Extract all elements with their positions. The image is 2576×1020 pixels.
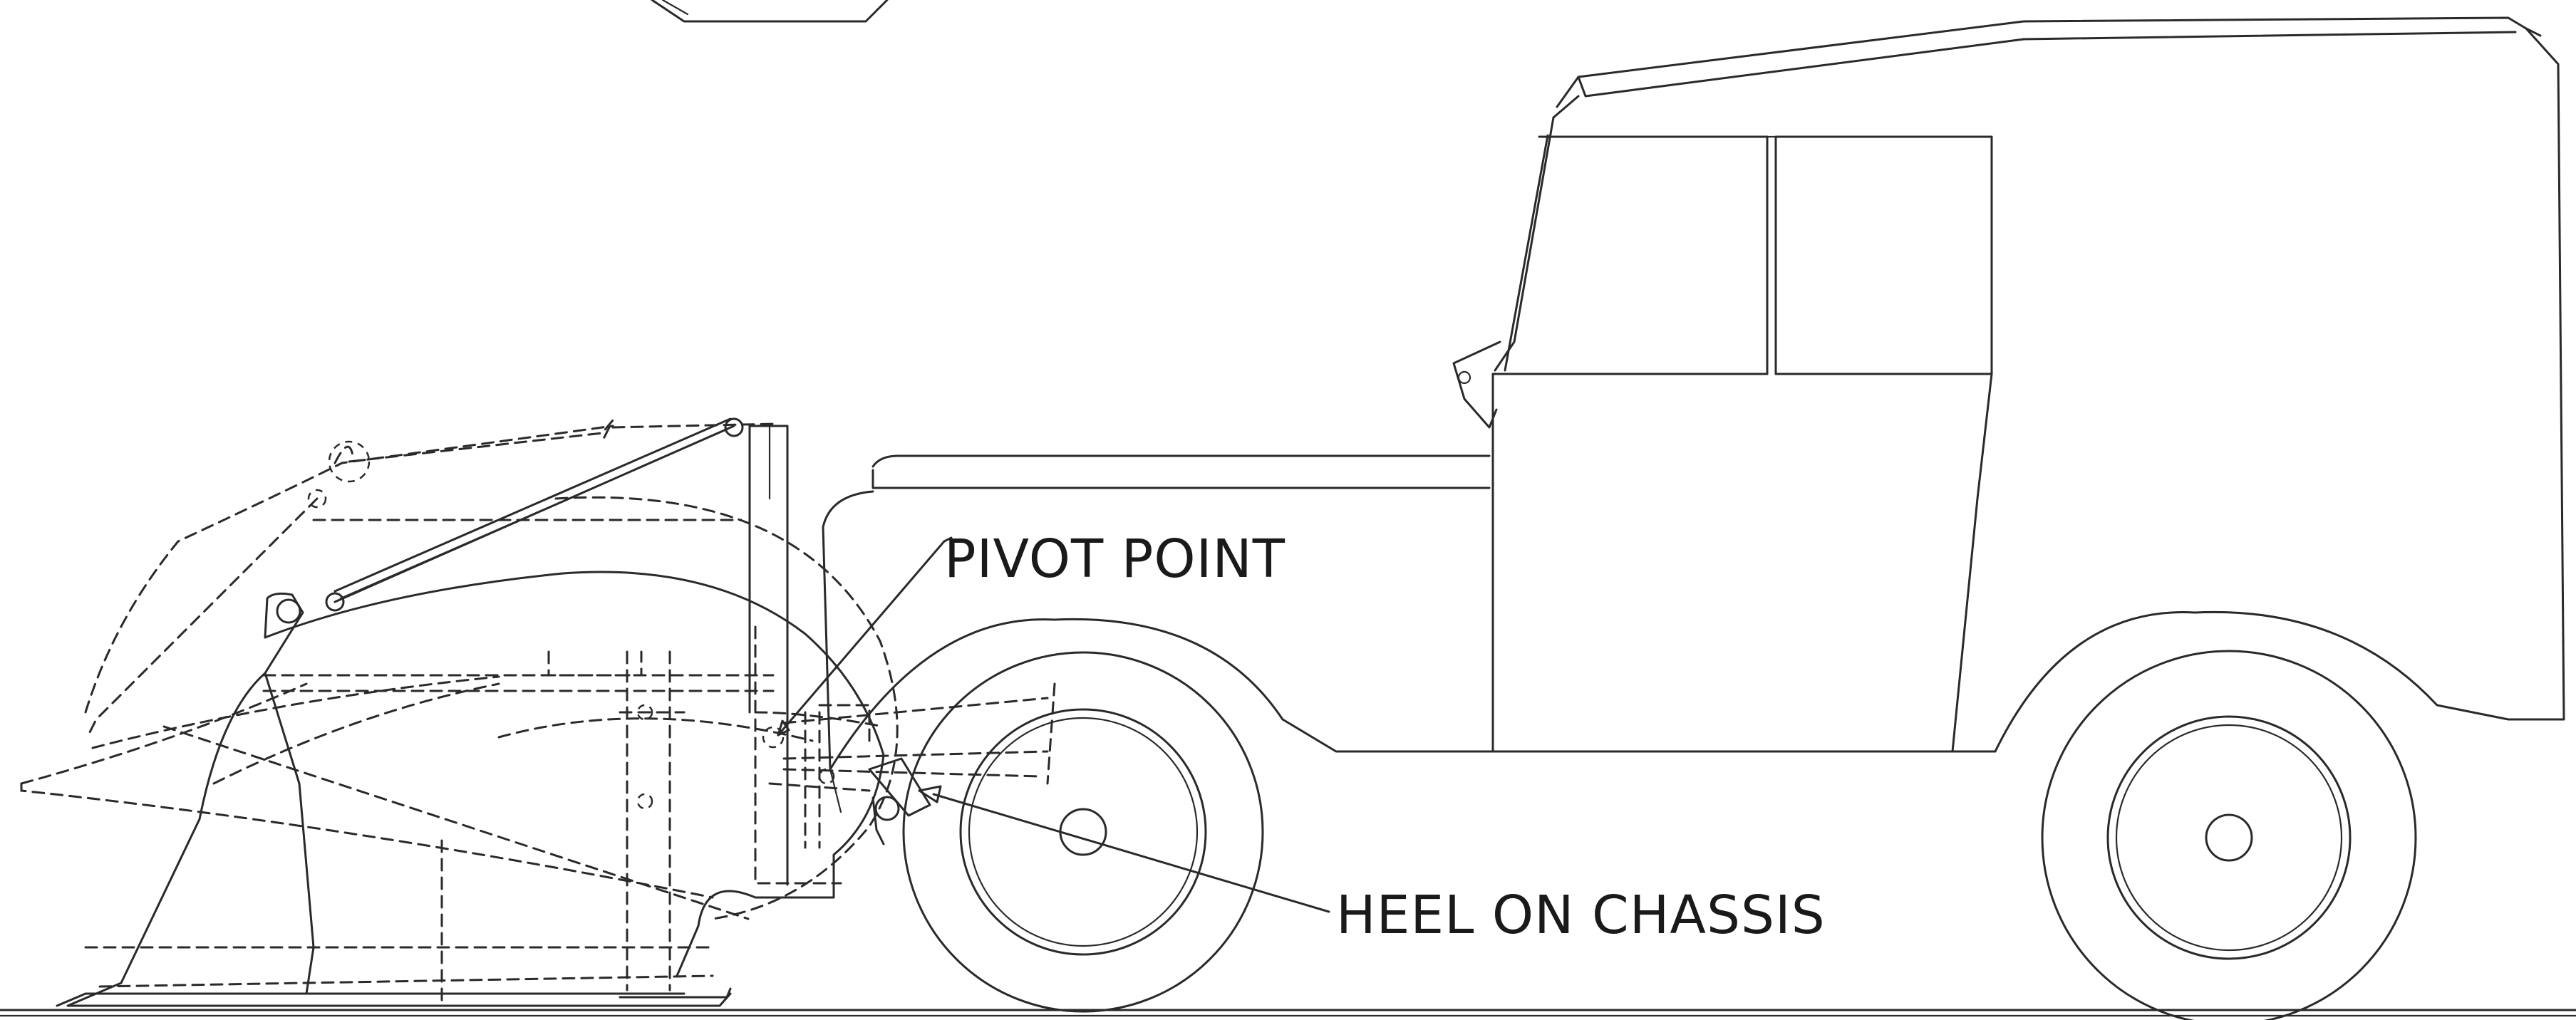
ground-line xyxy=(0,1009,2576,1017)
plough-frame xyxy=(84,496,1056,1006)
top-fragment xyxy=(651,0,889,23)
leader-lines xyxy=(777,536,1330,913)
front-wheel xyxy=(902,651,1264,1013)
plough-blade xyxy=(56,571,885,1007)
plough-raised-position xyxy=(20,419,778,899)
plough-ram xyxy=(333,417,744,603)
vehicle-body xyxy=(822,16,2565,813)
heel-on-chassis-label: HEEL ON CHASSIS xyxy=(1336,885,1826,946)
pivot-point-label: PIVOT POINT xyxy=(944,529,1286,590)
rear-wheel xyxy=(2041,650,2417,1020)
chassis-heel xyxy=(868,757,931,845)
